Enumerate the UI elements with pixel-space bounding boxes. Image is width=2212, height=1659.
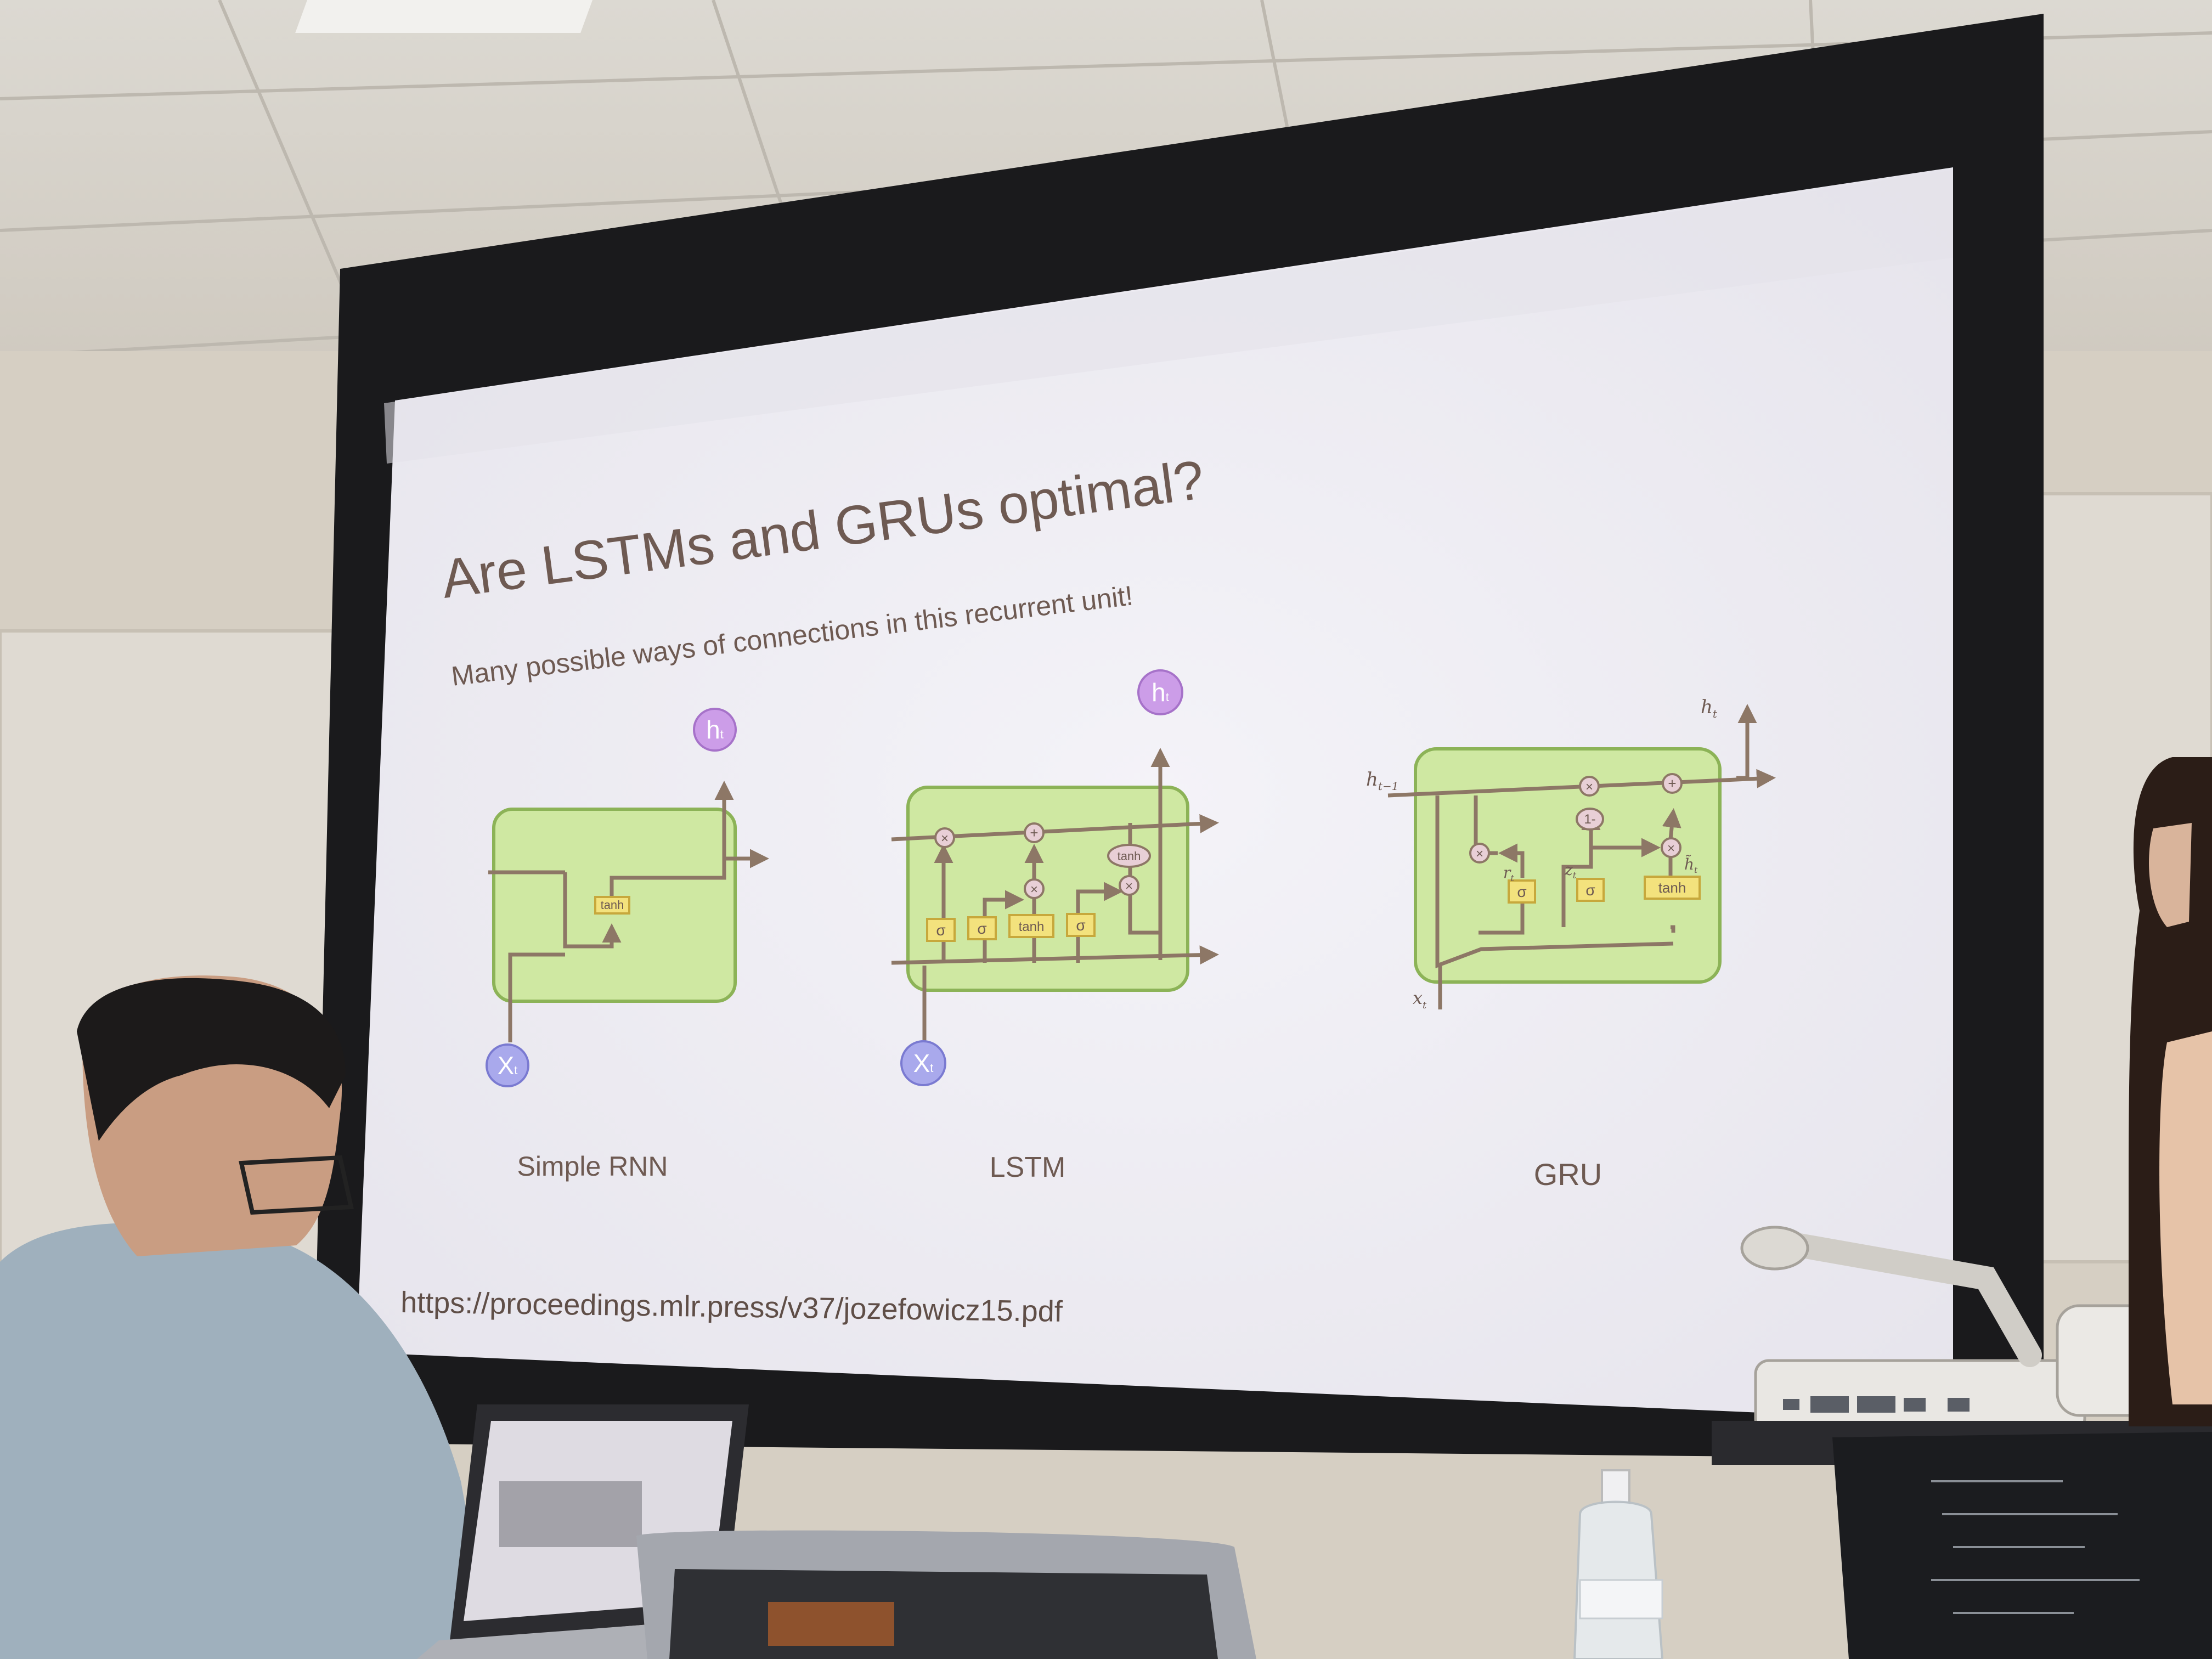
gru-candidate-multiply [1661, 837, 1681, 858]
lstm-cell-tanh-label: tanh [1118, 849, 1141, 863]
presenter [2129, 757, 2212, 1426]
gru-reset-gate [1508, 879, 1536, 904]
gru-hprev-multiply [1579, 776, 1600, 797]
lstm-input-node-label: Xt [913, 1049, 934, 1077]
ceiling-light [295, 0, 592, 33]
rnn-input-label: Xt [498, 1051, 518, 1080]
gru-one-minus-label: 1- [1584, 812, 1595, 827]
lstm-output-node-label: ht [1152, 678, 1169, 707]
lstm-input-label: σ [977, 920, 986, 937]
lstm-caption: LSTM [990, 1152, 1066, 1183]
water-bottle [1573, 1469, 1664, 1659]
rnn-tanh-gate [594, 896, 630, 915]
gru-gates: σ σ tanh [1508, 876, 1701, 904]
lstm-output-multiply [1119, 875, 1139, 896]
chair-back [636, 1530, 1256, 1659]
lstm-candidate-label: tanh [1019, 919, 1045, 934]
lstm-cell-tanh [1107, 844, 1151, 868]
rnn-output-node [693, 708, 737, 752]
attendee [0, 975, 494, 1659]
screen-top-band [384, 170, 1953, 464]
lstm-output-multiply-label: × [1125, 879, 1133, 894]
gru-ops [1469, 773, 1683, 864]
lstm-forget-label: σ [936, 922, 945, 939]
rnn-diagram: tanh Xt ht Simple RNN [486, 708, 769, 1182]
gru-diagram: σ σ tanh × × + × 1- ht−1 ht xt rt zt [1366, 696, 1776, 1192]
lstm-ops [934, 822, 1151, 899]
gru-r-label: rt [1503, 864, 1514, 883]
lstm-forget-multiply-label: × [941, 831, 949, 846]
lstm-input-multiply [1024, 878, 1045, 899]
gru-candidate-gate-label: tanh [1658, 879, 1686, 896]
gru-update-gate [1576, 878, 1605, 902]
gru-z-label: zt [1564, 861, 1577, 881]
lstm-add-label: + [1030, 825, 1038, 841]
gru-one-minus [1576, 808, 1604, 831]
lstm-add-op [1024, 822, 1045, 843]
document-camera [1740, 1226, 2152, 1434]
gru-candidate-multiply-label: × [1667, 841, 1675, 856]
lstm-input-gate [967, 916, 997, 940]
lstm-diagram: σ σ tanh σ × + × × tanh Xt [891, 669, 1219, 1183]
laptop-right [1832, 1432, 2212, 1659]
gru-reset-multiply-label: × [1476, 847, 1483, 861]
gru-candidate-gate [1644, 876, 1701, 900]
gru-hprev-multiply-label: × [1585, 780, 1593, 794]
lstm-gates: σ σ tanh σ [926, 913, 1096, 942]
lstm-forget-multiply [934, 827, 955, 848]
gru-reset-gate-label: σ [1517, 883, 1526, 900]
gru-update-gate-label: σ [1585, 882, 1595, 899]
lstm-output-gate [1066, 913, 1096, 937]
lstm-output-label: σ [1076, 917, 1085, 934]
rnn-caption: Simple RNN [517, 1151, 668, 1182]
gru-reset-multiply [1469, 843, 1490, 864]
gru-h-out-label: ht [1701, 696, 1718, 720]
lstm-candidate-gate [1008, 914, 1054, 938]
rnn-tanh-label: tanh [601, 898, 624, 912]
gru-add-label: + [1668, 775, 1676, 792]
gru-add-op [1662, 773, 1683, 794]
lstm-forget-gate [926, 918, 956, 942]
lstm-input-node [900, 1040, 946, 1086]
lstm-input-multiply-label: × [1030, 882, 1038, 897]
rnn-input-node [486, 1043, 529, 1087]
gru-x-in-label: xt [1413, 988, 1427, 1011]
gru-htilde-label: h̃t [1684, 855, 1698, 875]
lstm-output-node [1137, 669, 1183, 715]
gru-caption: GRU [1534, 1157, 1602, 1192]
rnn-output-label: ht [706, 715, 724, 744]
gru-h-prev-label: ht−1 [1366, 769, 1398, 793]
